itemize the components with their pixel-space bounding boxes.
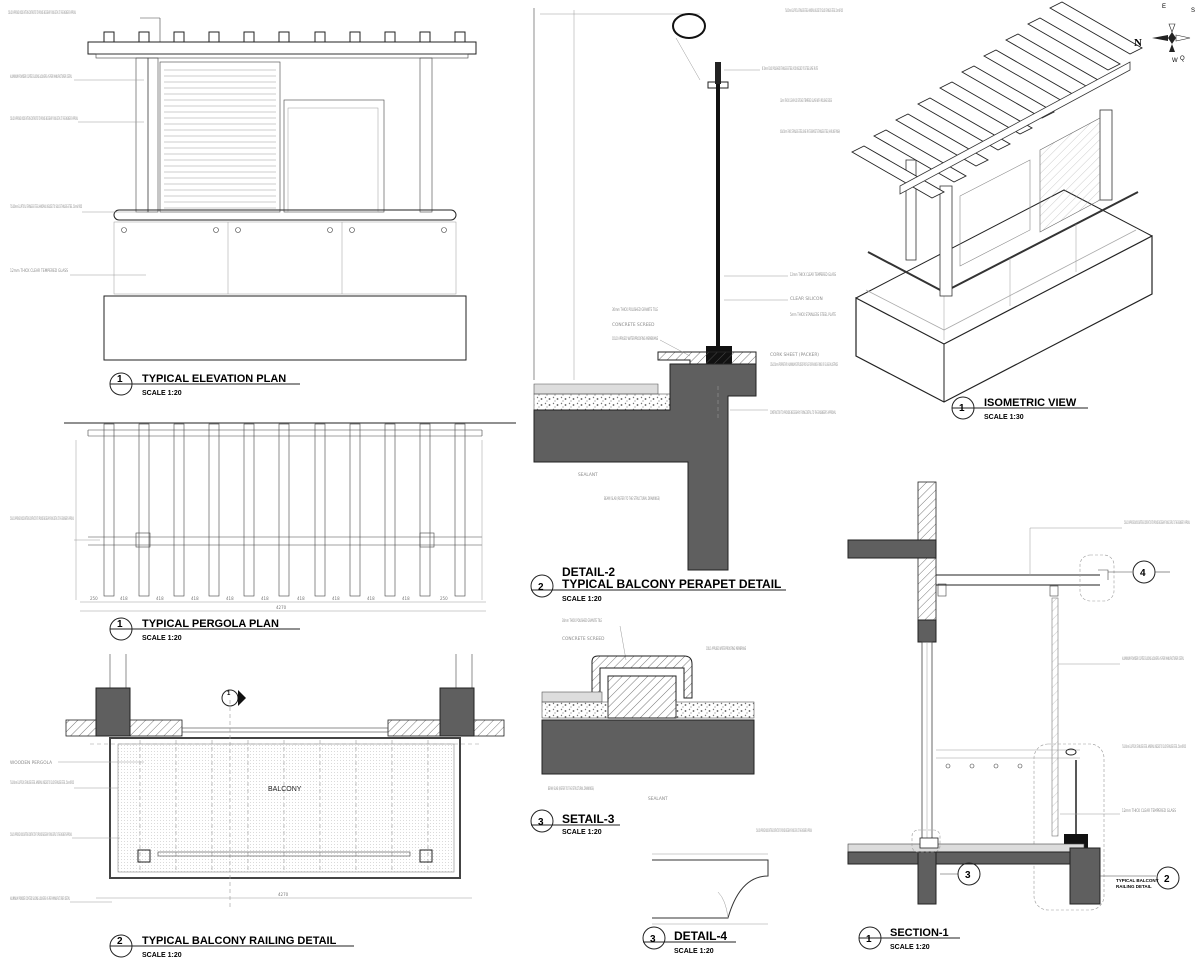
note-wooden-pergola: WOODEN PERGOLA: [10, 760, 52, 766]
note-s3-sealant: SEALANT: [648, 796, 668, 802]
note-s3-granite: 30mm THICK POLISHED GRANITE TILE: [562, 618, 602, 624]
note-s3-beam: BEAM/ SLAB (REFER TO THE STRUCTURAL DRAW…: [548, 786, 594, 792]
svg-text:418: 418: [402, 596, 410, 601]
compass-w: W: [1172, 58, 1178, 64]
note-ss-plate: 5mm THICK STAINLESS STEEL PLATE: [790, 312, 836, 318]
callout-2-label: 2: [1164, 874, 1170, 885]
note-waterproof: COLD APPLIED WATERPROOFING MEMBRANE: [612, 336, 658, 342]
detail2-title-1: DETAIL-2: [562, 565, 615, 579]
isometric-drawing: N E W S Q 1 ISOMETRIC VIEW SCALE 1:30: [851, 1, 1195, 421]
note-railing-louvers: ALUMINIUM POWDER COATED SLIDING LOUVERS …: [10, 896, 70, 902]
note-wood-beam: 150x150 APPROVED WOOD BATTENS CONTRACTOR…: [8, 10, 76, 16]
railing-title: TYPICAL BALCONY RAILING DETAIL: [142, 935, 337, 947]
detail4-title: DETAIL-4: [674, 929, 727, 943]
note-s1-handrail: 75x100mm ELLIPTICAL STAINLESS STEEL HAND…: [1122, 743, 1186, 750]
pergola-scale: SCALE 1:20: [142, 635, 182, 642]
section1-scale: SCALE 1:20: [890, 944, 930, 951]
note-louvers: ALUMINIUM POWDER COATED SLIDING LOUVERS …: [10, 74, 72, 80]
note-glass: 12mm THICK CLEAR TEMPERED GLASS: [10, 268, 68, 274]
svg-text:418: 418: [332, 596, 340, 601]
sliding-louvers: [164, 69, 276, 209]
detail4-scale: SCALE 1:20: [674, 948, 714, 955]
note-beam-slab: BEAM/ SLAB (REFER TO THE STRUCTURAL DRAW…: [604, 496, 660, 502]
detail2-scale: SCALE 1:20: [562, 596, 602, 603]
callout-3-label: 3: [965, 870, 971, 881]
railing-detail-drawing: BALCONY 1 4270 WOODEN PERGOLA 75x100mm E…: [10, 654, 505, 959]
note-s3-screed: CONCRETE SCREED: [562, 636, 605, 642]
detail2-number: 2: [538, 582, 544, 593]
section-1-drawing: 4 3 2 TYPICAL BALCONY RAILING DETAIL 150…: [847, 481, 1190, 951]
pergola-total-dim: 4270: [276, 605, 287, 610]
setail3-scale: SCALE 1:20: [562, 829, 602, 836]
isometric-scale: SCALE 1:30: [984, 414, 1024, 421]
svg-text:418: 418: [191, 596, 199, 601]
detail4-number: 3: [650, 934, 656, 945]
compass-q: Q: [1180, 56, 1185, 62]
compass-rose: N E W S Q: [1134, 4, 1195, 64]
detail-2-drawing: 30mm THICK POLISHED GRANITE TILE CONCRET…: [530, 7, 843, 603]
note-d2-handrail: 75x100mm ELLIPTICAL STAINLESS STEEL HAND…: [785, 7, 843, 14]
detail-4-drawing: 150x150 APPROVED WOOD BATTENS CONTRACTOR…: [642, 828, 812, 955]
section1-number: 1: [866, 934, 872, 945]
note-etched-glass: 12mm THICK CLEAR ACID ETCHED TEMPERED GL…: [780, 98, 832, 104]
note-d4-beam: 150x150 APPROVED WOOD BATTENS CONTRACTOR…: [756, 828, 812, 834]
isometric-number: 1: [959, 403, 965, 414]
note-railing-handrail: 75x100mm ELLIPTICAL STAINLESS STEEL HAND…: [10, 779, 74, 786]
svg-text:418: 418: [120, 596, 128, 601]
note-d2-glass: 12mm THICK CLEAR TEMPERED GLASS: [790, 272, 836, 278]
note-base-plate: 450x50mm THICK STAINLESS STEEL BASE PLAT…: [780, 129, 840, 135]
compass-s: S: [1191, 8, 1195, 14]
isometric-pergola-beams: [851, 1, 1143, 199]
note-cork: CORK SHEET (PACKER): [770, 352, 819, 358]
elevation-scale: SCALE 1:20: [142, 390, 182, 397]
note-engineer: CONTRACTOR TO PROVIDE NECESSARY FIXING D…: [770, 410, 836, 416]
railing-scale: SCALE 1:20: [142, 952, 182, 959]
note-screed: CONCRETE SCREED: [612, 322, 655, 328]
svg-text:250: 250: [440, 596, 448, 601]
svg-text:418: 418: [226, 596, 234, 601]
svg-text:418: 418: [156, 596, 164, 601]
note-s3-waterproof: COLD APPLIED WATERPROOFING MEMBRANE: [706, 646, 746, 652]
setail3-title: SETAIL-3: [562, 812, 615, 826]
balcony-label: BALCONY: [268, 786, 302, 793]
section-tag-1: TYPICAL BALCONY: [1116, 878, 1159, 883]
pergola-beam-ends: [103, 31, 466, 43]
svg-text:418: 418: [297, 596, 305, 601]
note-beam-2: 150x150 APPROVED WOOD BATTENS CONTRACTOR…: [10, 116, 78, 122]
note-s1-louvers: ALUMINIUM POWDER COATED SLIDING LOUVERS …: [1122, 656, 1184, 662]
elevation-plan-drawing: 150x150 APPROVED WOOD BATTENS CONTRACTOR…: [8, 10, 477, 397]
railing-total-dim: 4270: [278, 892, 289, 897]
note-pergola-beam: 150x150 APPROVED WOOD BATTENS CONTRACTOR…: [10, 516, 74, 522]
note-granite: 30mm THICK POLISHED GRANITE TILE: [612, 307, 658, 313]
railing-number: 2: [117, 936, 123, 947]
pergola-plan-drawing: 250 418 418 418 418 418 418 418 418 418 250 4…: [10, 422, 516, 642]
compass-e: E: [1162, 4, 1166, 10]
note-s1-beam: 150x150 APPROVED WOOD BATTENS CONTRACTOR…: [1124, 520, 1190, 526]
svg-text:250: 250: [90, 596, 98, 601]
note-alu-profile: 135x150mm PROPRIETARY ALUMINIUM EXTRUDED…: [770, 362, 838, 368]
setail-3-drawing: 30mm THICK POLISHED GRANITE TILE CONCRET…: [530, 618, 755, 836]
callout-4-label: 4: [1140, 568, 1146, 579]
pergola-joists: [103, 423, 466, 597]
note-sealant: SEALANT: [578, 472, 598, 478]
detail2-title-2: TYPICAL BALCONY PERAPET DETAIL: [562, 577, 781, 591]
compass-n: N: [1134, 37, 1142, 49]
note-solid-rod: Ø 30mm SOLID POLISHED STAINLESS STEEL RO…: [762, 65, 818, 72]
section1-title: SECTION-1: [890, 927, 949, 939]
svg-text:418: 418: [367, 596, 375, 601]
note-railing-beam: 150x150 APPROVED WOOD BATTENS CONTRACTOR…: [10, 832, 72, 838]
isometric-title: ISOMETRIC VIEW: [984, 397, 1077, 409]
pergola-number: 1: [117, 619, 123, 630]
section-tag-2: RAILING DETAIL: [1116, 884, 1152, 889]
section-marker-label: 1: [227, 691, 231, 697]
pergola-title: TYPICAL PERGOLA PLAN: [142, 618, 279, 630]
note-handrail: 75x100mm ELLIPTICAL STAINLESS STEEL HAND…: [10, 203, 82, 210]
svg-text:418: 418: [261, 596, 269, 601]
note-silicon: CLEAR SILICON: [790, 296, 823, 302]
elevation-title: TYPICAL ELEVATION PLAN: [142, 373, 286, 385]
elevation-number: 1: [117, 374, 123, 385]
setail3-number: 3: [538, 817, 544, 828]
note-s1-glass: 12mm THICK CLEAR TEMPERED GLASS: [1122, 808, 1176, 814]
